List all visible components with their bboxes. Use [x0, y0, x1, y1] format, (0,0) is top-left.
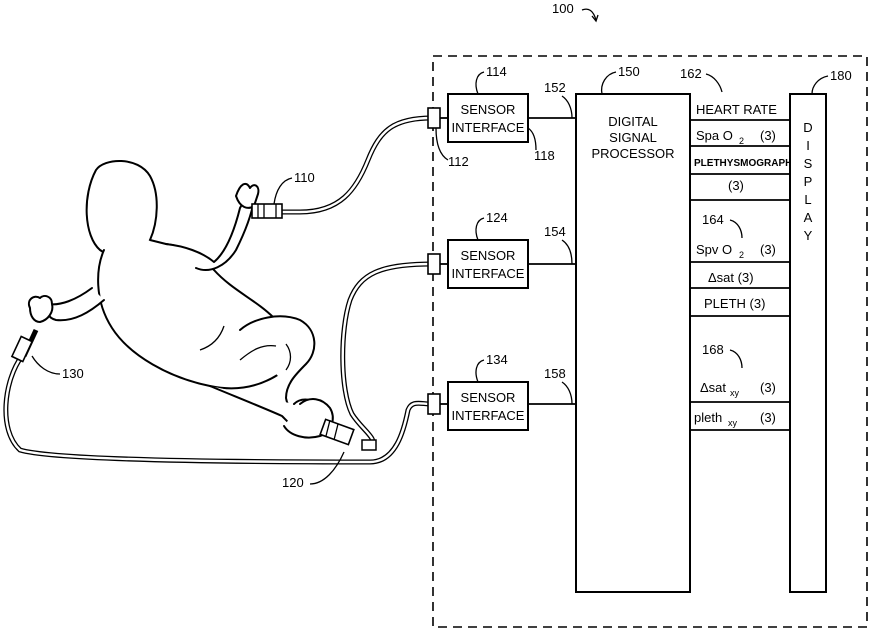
output-spao2-sub: 2 — [739, 136, 744, 146]
connector-112-leader — [436, 128, 448, 160]
display-letter-4: P — [804, 174, 813, 189]
dsp-leader — [602, 72, 616, 94]
interface-134-line2: INTERFACE — [452, 408, 525, 423]
group2-ref: 164 — [702, 212, 724, 227]
sensor-130-leader — [32, 356, 60, 374]
interface-124-ref: 124 — [486, 210, 508, 225]
sensor-120-ref: 120 — [282, 475, 304, 490]
infant-left-hand — [29, 296, 52, 322]
display-letter-3: S — [804, 156, 813, 171]
output-plethxy: pleth — [694, 410, 722, 425]
output-dsatxy-count: (3) — [760, 380, 776, 395]
sensor-110-ref: 110 — [294, 170, 315, 185]
infant-left-arm — [46, 288, 104, 320]
sensor-120-leader — [310, 452, 344, 484]
sensor-110-cable — [262, 118, 432, 212]
dsp-ref: 150 — [618, 64, 640, 79]
connector-112-ref: 112 — [448, 154, 469, 169]
display-letter-1: D — [803, 120, 812, 135]
dsp-line3: PROCESSOR — [591, 146, 674, 161]
interface-124-line2: INTERFACE — [452, 266, 525, 281]
output-spao2-count: (3) — [760, 128, 776, 143]
interface-134-line1: SENSOR — [461, 390, 516, 405]
display-letter-6: A — [804, 210, 813, 225]
bus-158-leader — [562, 382, 572, 404]
output-spvo2-sub: 2 — [739, 250, 744, 260]
display-letter-5: L — [804, 192, 811, 207]
group3-ref: 168 — [702, 342, 724, 357]
output-dsatxy: Δsat — [700, 380, 726, 395]
interface-114-line2: INTERFACE — [452, 120, 525, 135]
bus-152-ref: 152 — [544, 80, 566, 95]
output-plethxy-count: (3) — [760, 410, 776, 425]
sensor-120-connector — [362, 440, 376, 450]
output-spao2: Spa O — [696, 128, 733, 143]
display-leader — [812, 76, 828, 94]
output-dsatxy-sub: xy — [730, 388, 740, 398]
sensor-130-ref: 130 — [62, 366, 84, 381]
bus-158-ref: 158 — [544, 366, 566, 381]
sensor-110-leader — [274, 178, 292, 204]
infant-figure — [29, 161, 333, 438]
display-letter-2: I — [806, 138, 810, 153]
interface-114-leader — [476, 72, 484, 94]
display-ref: 180 — [830, 68, 852, 83]
dsp-line2: SIGNAL — [609, 130, 657, 145]
connector-122 — [428, 254, 440, 274]
group3-leader — [730, 350, 742, 368]
output-plethysmograph: PLETHYSMOGRAPH — [694, 158, 792, 169]
bus-154-leader — [562, 240, 572, 264]
sensor-130-probe — [12, 336, 32, 361]
output-pleth: PLETH (3) — [704, 296, 765, 311]
interface-134-leader — [476, 360, 484, 382]
connector-132 — [428, 394, 440, 414]
output-dsat: Δsat (3) — [708, 270, 754, 285]
outputs-ref: 162 — [680, 66, 702, 81]
output-heart-rate: HEART RATE — [696, 102, 777, 117]
interface-118-leader — [528, 128, 536, 150]
bus-154-ref: 154 — [544, 224, 566, 239]
display-letter-7: Y — [804, 228, 813, 243]
output-spvo2: Spv O — [696, 242, 732, 257]
bus-152-leader — [562, 96, 572, 118]
interface-114-line1: SENSOR — [461, 102, 516, 117]
output-plethysmograph-count: (3) — [728, 178, 744, 193]
outputs-leader — [706, 74, 722, 92]
output-plethxy-sub: xy — [728, 418, 738, 428]
interface-124-line1: SENSOR — [461, 248, 516, 263]
output-spvo2-count: (3) — [760, 242, 776, 257]
sensor-110-probe — [252, 204, 282, 218]
interface-124-leader — [476, 218, 484, 240]
interface-134-ref: 134 — [486, 352, 508, 367]
connector-112 — [428, 108, 440, 128]
interface-118-ref: 118 — [534, 148, 555, 163]
digital-signal-processor — [576, 94, 690, 592]
interface-114-ref: 114 — [486, 64, 507, 79]
sensor-120-probe — [320, 419, 354, 444]
dsp-line1: DIGITAL — [608, 114, 658, 129]
group2-leader — [730, 220, 742, 238]
system-ref-label: 100 — [552, 1, 574, 16]
